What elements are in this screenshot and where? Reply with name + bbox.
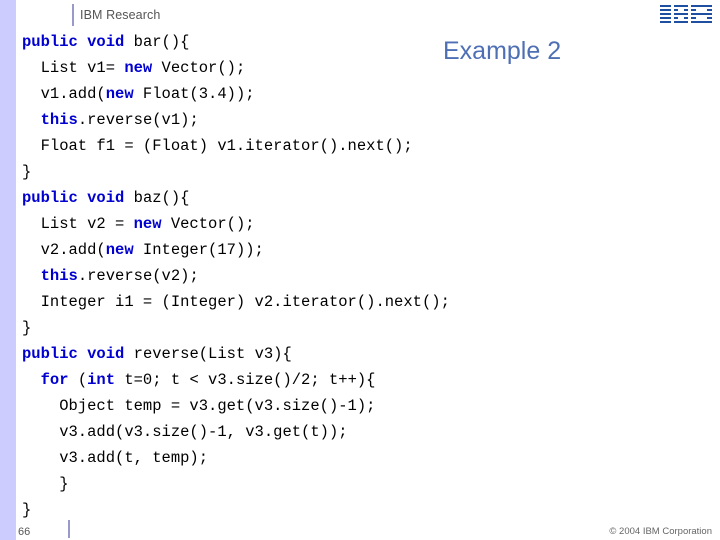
code-line: Integer i1 = (Integer) v2.iterator().nex… [22, 289, 712, 315]
code-text: v2.add( [22, 241, 106, 259]
code-line: } [22, 159, 712, 185]
code-text: Vector(); [161, 215, 255, 233]
code-line: Object temp = v3.get(v3.size()-1); [22, 393, 712, 419]
code-line: v3.add(v3.size()-1, v3.get(t)); [22, 419, 712, 445]
code-text [22, 371, 41, 389]
code-text: v3.add(v3.size()-1, v3.get(t)); [22, 423, 348, 441]
code-text: Integer(17)); [133, 241, 264, 259]
code-text: ( [68, 371, 88, 389]
code-text: v3.add(t, temp); [22, 449, 209, 467]
footer-accent-band [0, 518, 16, 540]
code-text: } [22, 163, 32, 181]
code-keyword: new [105, 85, 134, 103]
code-text [78, 345, 87, 363]
code-text: t=0; t < v3.size()/2; t++){ [115, 371, 376, 389]
footer-divider [68, 520, 70, 538]
code-line: for (int t=0; t < v3.size()/2; t++){ [22, 367, 712, 393]
header-title: IBM Research [80, 8, 161, 22]
code-keyword: public [22, 33, 78, 51]
code-keyword: this [40, 111, 78, 129]
code-line: v3.add(t, temp); [22, 445, 712, 471]
code-text: } [22, 501, 32, 519]
code-text [78, 189, 87, 207]
code-text: bar(){ [124, 33, 190, 51]
code-keyword: for [40, 371, 69, 389]
code-keyword: this [40, 267, 78, 285]
code-text: .reverse(v1); [77, 111, 199, 129]
header-accent-band [0, 0, 16, 30]
code-line: public void baz(){ [22, 185, 712, 211]
code-keyword: void [87, 189, 125, 207]
code-text: reverse(List v3){ [124, 345, 292, 363]
code-line: v2.add(new Integer(17)); [22, 237, 712, 263]
code-text: Object temp = v3.get(v3.size()-1); [22, 397, 376, 415]
code-text: } [22, 319, 32, 337]
code-text: Vector(); [152, 59, 246, 77]
code-text [78, 33, 87, 51]
code-keyword: void [87, 345, 125, 363]
code-text: .reverse(v2); [77, 267, 199, 285]
code-line: Float f1 = (Float) v1.iterator().next(); [22, 133, 712, 159]
code-keyword: public [22, 189, 78, 207]
code-keyword: new [133, 215, 162, 233]
code-line: } [22, 471, 712, 497]
code-text: Float(3.4)); [133, 85, 255, 103]
page-number: 66 [18, 526, 31, 538]
page-title: Example 2 [443, 37, 562, 65]
slide-footer: 66 © 2004 IBM Corporation [0, 518, 720, 540]
code-keyword: int [87, 371, 116, 389]
code-line: } [22, 497, 712, 523]
code-text: List v2 = [22, 215, 134, 233]
code-text: Float f1 = (Float) v1.iterator().next(); [22, 137, 413, 155]
ibm-logo-icon [660, 5, 712, 25]
code-line: List v2 = new Vector(); [22, 211, 712, 237]
code-keyword: new [124, 59, 153, 77]
code-text: baz(){ [124, 189, 190, 207]
code-keyword: public [22, 345, 78, 363]
copyright-notice: © 2004 IBM Corporation [609, 526, 712, 537]
code-keyword: new [105, 241, 134, 259]
code-text [22, 267, 41, 285]
code-line: this.reverse(v2); [22, 263, 712, 289]
code-text: Integer i1 = (Integer) v2.iterator().nex… [22, 293, 450, 311]
code-line: v1.add(new Float(3.4)); [22, 81, 712, 107]
code-line: } [22, 315, 712, 341]
code-block: public void bar(){ List v1= new Vector()… [22, 29, 712, 523]
code-text: List v1= [22, 59, 125, 77]
code-line: public void reverse(List v3){ [22, 341, 712, 367]
code-line: public void bar(){ [22, 29, 712, 55]
code-line: List v1= new Vector(); [22, 55, 712, 81]
code-text: v1.add( [22, 85, 106, 103]
slide-header: IBM Research [0, 0, 720, 30]
code-keyword: void [87, 33, 125, 51]
code-text [22, 111, 41, 129]
code-line: this.reverse(v1); [22, 107, 712, 133]
code-text: } [22, 475, 69, 493]
header-divider [72, 4, 74, 26]
left-accent-band [0, 0, 16, 540]
